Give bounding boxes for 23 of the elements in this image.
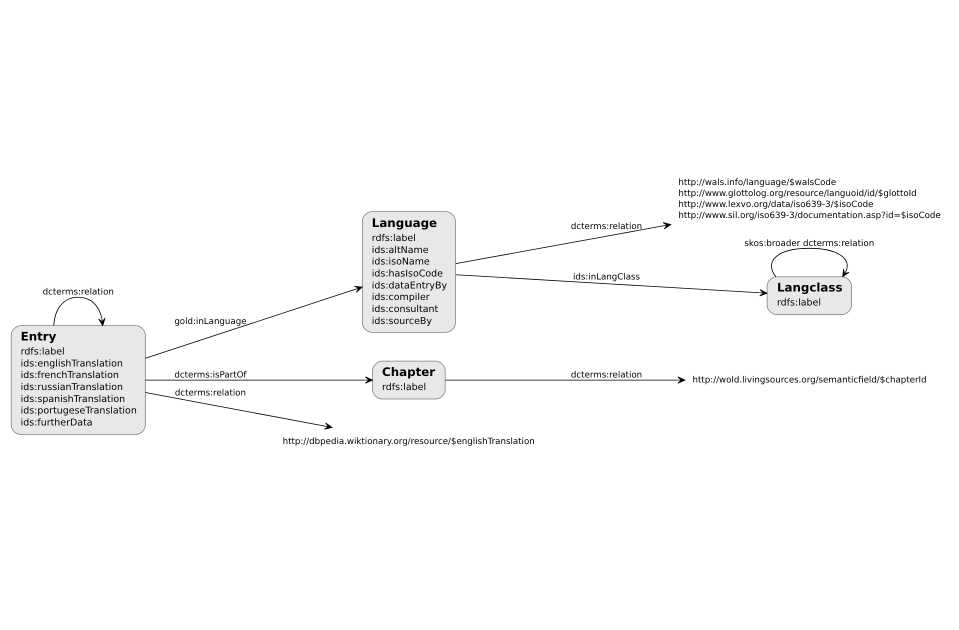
node-box: Entry rdfs:label ids:englishTranslation ids:frenchTranslation ids:russianTranslation ids:spanishTranslation ids:portugeseTranslation ids:furtherData: [10, 325, 146, 435]
edge-label: dcterms:relation: [174, 388, 246, 399]
arrow: [455, 274, 768, 296]
edge-label: skos:broader dcterms:relation: [744, 238, 874, 249]
node-text: http://dbpedia.wiktionary.org/resource/$englishTranslation: [282, 436, 535, 447]
arrow: [455, 222, 672, 264]
arrow: [145, 376, 373, 384]
edge-label: dcterms:relation: [570, 370, 642, 381]
node-box: Langclass rdfs:label: [766, 276, 852, 315]
edge-label: gold:inLanguage: [174, 316, 247, 327]
node-text: http://wold.livingsources.org/semanticfield/$chapterId: [692, 375, 927, 386]
arrow: [145, 286, 363, 359]
edge-label: dcterms:relation: [570, 222, 642, 232]
edge-label: ids:inLangClass: [572, 272, 640, 283]
node-box: Chapter rdfs:label: [372, 360, 446, 400]
node-text: http://wals.info/language/$walsCode http://www.glottolog.org/resource/languoid/id/$glottoId http://www.lexvo.org/data/iso639-3/$isoCode http://www.sil.org/iso639-3/documentation.asp?id=$isoCode: [678, 178, 941, 222]
arrow: [445, 376, 686, 384]
arrow: [145, 392, 332, 430]
node-box: Language rdfs:label ids:altName ids:isoName ids:hasIsoCode ids:dataEntryBy ids:compiler ids:consultant ids:sourceBy: [362, 211, 456, 333]
edge-label: dcterms:relation: [42, 288, 114, 298]
arrow: [771, 248, 850, 278]
edge-label: dcterms:isPartOf: [174, 370, 246, 381]
arrow: [53, 296, 106, 326]
